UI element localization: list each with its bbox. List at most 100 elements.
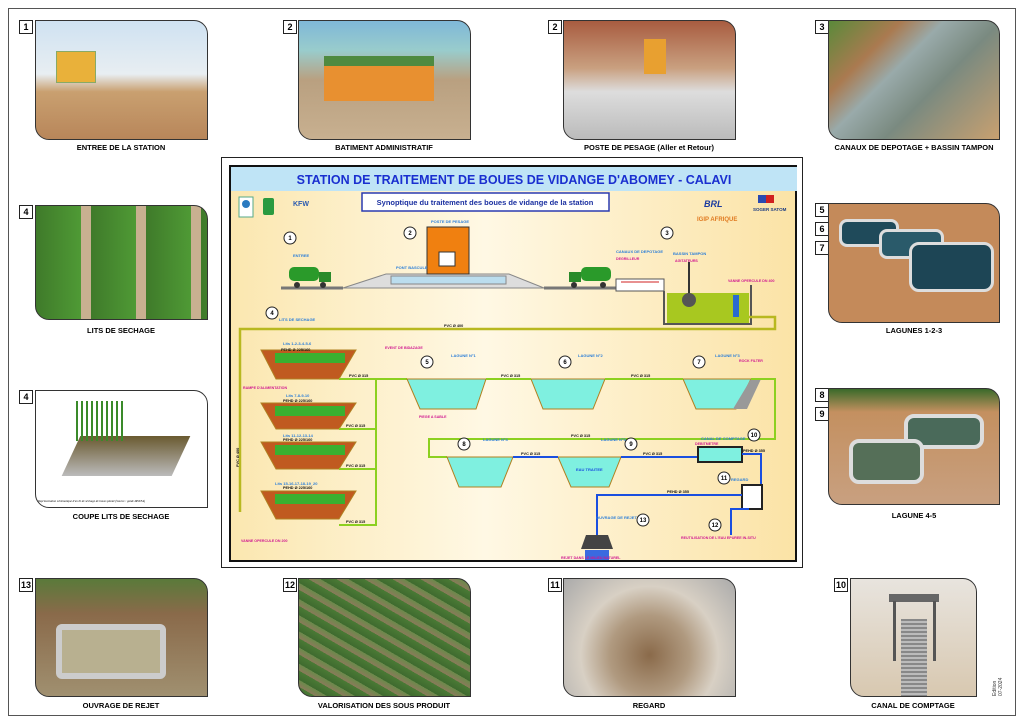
photo-canaux-depotage — [828, 20, 1000, 140]
svg-text:10: 10 — [751, 433, 758, 439]
pipe-labels: PVC Ø 400 PVC Ø 400 PEHD Ø 225/160 PEHD … — [236, 324, 765, 524]
step-badge: 1 — [19, 20, 33, 34]
svg-text:PEHD Ø 225/160: PEHD Ø 225/160 — [281, 348, 310, 352]
logo-soger: SOGER SATOM — [753, 207, 787, 212]
caption-entree: ENTREE DE LA STATION — [76, 143, 166, 152]
photo-ouvrage-rejet — [35, 578, 208, 697]
svg-text:REUTILISATION DE L'EAU EPUREE: REUTILISATION DE L'EAU EPUREE IN-SITU — [681, 536, 756, 540]
svg-text:CANAL DE COMPTAGE: CANAL DE COMPTAGE — [701, 436, 746, 441]
caption-lits: LITS DE SECHAGE — [87, 326, 155, 335]
svg-text:PVC Ø 315: PVC Ø 315 — [643, 452, 662, 456]
step-badge: 8 — [815, 388, 829, 402]
svg-text:LAGUNE N°3: LAGUNE N°3 — [715, 353, 740, 358]
svg-text:EVENT DE BIDAZAGE: EVENT DE BIDAZAGE — [385, 346, 423, 350]
svg-text:ROCK FILTER: ROCK FILTER — [739, 359, 763, 363]
caption-canaux: CANAUX DE DEPOTAGE + BASSIN TAMPON — [834, 143, 994, 152]
photo-canal-comptage — [850, 578, 977, 697]
lagunes-row-2 — [446, 456, 622, 488]
svg-text:5: 5 — [425, 360, 429, 366]
step-badge: 5 — [815, 203, 829, 217]
svg-text:DEGRILLEUR: DEGRILLEUR — [616, 257, 640, 261]
svg-text:PEHD Ø 355: PEHD Ø 355 — [667, 490, 689, 494]
svg-text:7: 7 — [697, 360, 701, 366]
svg-text:PEHD Ø 355: PEHD Ø 355 — [743, 449, 765, 453]
caption-canal-comptage: CANAL DE COMPTAGE — [871, 701, 955, 710]
photo-batiment-administratif — [298, 20, 471, 140]
svg-text:REGARD: REGARD — [731, 477, 748, 482]
svg-text:PVC Ø 315: PVC Ø 315 — [571, 434, 590, 438]
synoptic-diagram: STATION DE TRAITEMENT DE BOUES DE VIDANG… — [231, 167, 797, 560]
canal-comptage-box — [697, 446, 743, 463]
svg-text:RAMPE D'ALIMENTATION: RAMPE D'ALIMENTATION — [243, 386, 287, 390]
truck-icon — [569, 267, 611, 288]
svg-text:PVC Ø 315: PVC Ø 315 — [346, 464, 365, 468]
svg-text:PVC Ø 400: PVC Ø 400 — [236, 448, 240, 467]
photo-valorisation — [298, 578, 471, 697]
svg-text:PVC Ø 315: PVC Ø 315 — [631, 374, 650, 378]
svg-text:PVC Ø 400: PVC Ø 400 — [444, 324, 463, 328]
svg-text:PVC Ø 315: PVC Ø 315 — [346, 520, 365, 524]
svg-text:Lits 1-2-3-4-5-6: Lits 1-2-3-4-5-6 — [283, 341, 312, 346]
svg-text:OUVRAGE DE REJET: OUVRAGE DE REJET — [596, 515, 637, 520]
svg-text:LITS DE SECHAGE: LITS DE SECHAGE — [279, 317, 316, 322]
coupe-note: Représentation schématique d'un lit de s… — [38, 499, 146, 503]
svg-text:ENTREE: ENTREE — [293, 253, 310, 258]
step-badge: 2 — [548, 20, 562, 34]
svg-text:PVC Ø 315: PVC Ø 315 — [349, 374, 368, 378]
caption-poste-pesage: POSTE DE PESAGE (Aller et Retour) — [583, 143, 715, 152]
svg-text:PIEGE A SABLE: PIEGE A SABLE — [419, 415, 447, 419]
step-badge: 11 — [548, 578, 562, 592]
svg-text:13: 13 — [640, 518, 647, 524]
step-badge: 3 — [815, 20, 829, 34]
logo-kfw: KFW — [293, 201, 309, 208]
svg-text:9: 9 — [629, 442, 633, 448]
diagram-notes: DEGRILLEUR AGITATEURS VANNE OPERCULE DN … — [241, 257, 774, 560]
outfall-icon — [581, 535, 613, 560]
step-badge: 6 — [815, 222, 829, 236]
svg-text:3: 3 — [665, 231, 669, 237]
svg-text:LAGUNE N°4: LAGUNE N°4 — [483, 437, 508, 442]
diagram-subtitle: Synoptique du traitement des boues de vi… — [377, 198, 594, 207]
svg-text:VANNE OPERCULE DN 200: VANNE OPERCULE DN 200 — [241, 539, 287, 543]
step-badge: 4 — [19, 390, 33, 404]
svg-text:REJET DANS LE MILIEU NATUREL: REJET DANS LE MILIEU NATUREL — [561, 556, 621, 560]
svg-text:PEHD Ø 225/160: PEHD Ø 225/160 — [283, 486, 312, 490]
logo-igip: IGIP AFRIQUE — [697, 217, 737, 223]
step-badge: 2 — [283, 20, 297, 34]
svg-text:PVC Ø 315: PVC Ø 315 — [346, 424, 365, 428]
step-markers: 1 2 3 4 5 6 7 8 9 10 11 12 13 — [265, 226, 761, 532]
step-badge: 10 — [834, 578, 848, 592]
svg-text:Lits 15-16-17-18-19_20: Lits 15-16-17-18-19_20 — [275, 481, 318, 486]
photo-lagunes-4-5 — [828, 388, 1000, 505]
agitator-icon — [682, 262, 696, 307]
truck-icon — [289, 267, 331, 288]
step-badge: 4 — [19, 205, 33, 219]
step-badge: 9 — [815, 407, 829, 421]
svg-text:LAGUNE N°1: LAGUNE N°1 — [451, 353, 476, 358]
svg-text:11: 11 — [721, 476, 728, 482]
photo-lits-sechage — [35, 205, 208, 320]
drying-beds — [260, 349, 357, 520]
step-badge: 13 — [19, 578, 33, 592]
lagunes-row-1 — [406, 378, 761, 410]
caption-regard: REGARD — [632, 701, 666, 710]
svg-text:LAGUNE N°2: LAGUNE N°2 — [578, 353, 603, 358]
svg-text:PEHD Ø 225/160: PEHD Ø 225/160 — [283, 438, 312, 442]
svg-text:VANNE OPERCULE DN 400: VANNE OPERCULE DN 400 — [728, 279, 774, 283]
caption-batiment: BATIMENT ADMINISTRATIF — [335, 143, 433, 152]
svg-text:EAU TRAITEE: EAU TRAITEE — [576, 467, 603, 472]
logo-left-1 — [238, 196, 254, 218]
svg-text:LAGUNE N°5: LAGUNE N°5 — [601, 437, 626, 442]
photo-poste-pesage — [563, 20, 736, 140]
svg-text:6: 6 — [563, 360, 567, 366]
step-badge: 7 — [815, 241, 829, 255]
svg-text:Lits 11-12-13-14: Lits 11-12-13-14 — [283, 433, 314, 438]
svg-text:CANAUX DE DEPOTAGE: CANAUX DE DEPOTAGE — [616, 249, 663, 254]
svg-text:PONT BASCULE: PONT BASCULE — [396, 265, 428, 270]
valve-icon — [733, 295, 739, 317]
diagram-title: STATION DE TRAITEMENT DE BOUES DE VIDANG… — [297, 173, 732, 187]
svg-text:BASSIN TAMPON: BASSIN TAMPON — [673, 251, 706, 256]
logo-left-2 — [263, 198, 274, 215]
svg-text:PEHD Ø 225/160: PEHD Ø 225/160 — [283, 399, 312, 403]
regard-box — [741, 484, 763, 510]
